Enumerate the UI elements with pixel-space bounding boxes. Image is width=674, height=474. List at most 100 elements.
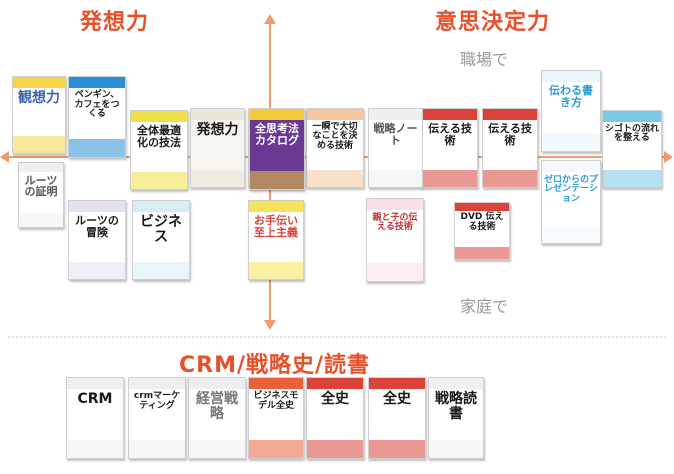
book-cover-band [307,169,363,187]
book-cover[interactable]: お手伝い至上主義 [248,200,304,280]
book-cover-band [191,109,244,120]
book-cover-band [455,203,509,211]
book-title: 全史 [383,391,411,408]
header-crm: CRM/戦略史/読書 [179,353,371,378]
book-cover[interactable]: DVD 伝える技術 [454,202,510,260]
book-cover[interactable]: ビジネス [132,200,190,280]
book-cover-band [133,201,189,212]
book-cover[interactable]: ルーツの証明 [18,162,64,228]
book-cover[interactable]: 発想力 [190,108,245,188]
book-cover[interactable]: 全思考法カタログ [249,108,305,190]
header-ideation: 発想力 [80,10,150,35]
book-title: DVD 伝える技術 [460,212,504,232]
book-title: 発想力 [196,122,239,139]
book-cover[interactable]: 伝える技術 [482,108,538,188]
arrow-right-icon [664,151,673,163]
book-cover-band [455,246,509,259]
book-cover-band [369,109,422,120]
book-cover-band [69,77,125,89]
book-cover-band [307,378,363,390]
book-cover-band [67,440,123,458]
book-cover-band [542,71,600,83]
book-cover-band [369,169,422,187]
book-cover-band [19,212,63,227]
book-cover[interactable]: 戦略ノート [368,108,423,188]
book-cover-band [249,201,303,212]
book-cover-band [131,111,187,122]
book-cover[interactable]: 全史 [368,377,426,459]
book-cover-band [483,169,537,187]
book-cover[interactable]: ゼロからのプレゼンテーション [541,160,601,244]
book-cover-band [367,262,423,281]
book-title: 観想力 [18,89,60,106]
book-cover-band [423,169,477,187]
book-cover-band [429,440,483,458]
book-cover[interactable]: 全史 [306,377,364,459]
book-title: ペンギン、カフェをつくる [74,90,120,120]
book-cover[interactable]: 一瞬で大切なことを決める技術 [306,108,364,188]
book-cover[interactable]: CRM [66,377,124,459]
book-cover-band [603,111,661,122]
book-title: crmマーケティング [133,391,181,411]
book-title: CRM [77,391,113,408]
book-title: ゼロからのプレゼンテーション [544,174,599,204]
section-divider [8,336,666,338]
book-cover-band [133,261,189,279]
book-cover-band [367,199,423,211]
book-title: お手伝い至上主義 [254,214,298,239]
book-title: 戦略読書 [435,391,477,423]
book-cover-band [542,224,600,243]
book-title: ルーツの証明 [24,173,58,199]
book-cover[interactable]: ビジネスモデル全史 [248,377,304,459]
book-cover-band [307,109,363,120]
book-title: ビジネスモデル全史 [253,391,299,411]
header-decision: 意思決定力 [435,10,551,35]
book-cover-band [542,133,600,151]
book-title: 一瞬で大切なことを決める技術 [312,122,358,151]
book-title: 伝える技術 [488,122,532,147]
book-title: ビジネス [140,214,182,245]
book-cover[interactable]: ルーツの冒険 [68,200,126,280]
book-cover[interactable]: 経営戦略 [188,377,246,459]
book-cover-band [369,378,425,390]
book-cover-band [129,378,185,390]
book-cover-band [191,169,244,187]
book-cover[interactable]: ペンギン、カフェをつくる [68,76,126,158]
book-cover[interactable]: 全体最適化の技法 [130,110,188,190]
book-title: 伝える技術 [428,122,472,147]
book-cover-band [483,109,537,120]
arrow-left-icon [0,151,9,163]
book-cover[interactable]: 親と子の伝える技術 [366,198,424,282]
book-cover-band [129,440,185,458]
label-workplace: 職場で [460,50,509,69]
book-cover-band [429,378,483,390]
book-cover-band [67,378,123,390]
book-cover-band [542,161,600,173]
book-cover[interactable]: 観想力 [12,76,66,154]
book-cover[interactable]: 伝える技術 [422,108,478,188]
book-cover-band [249,378,303,390]
book-cover-band [423,109,477,120]
label-home: 家庭で [460,297,509,316]
book-title: 親と子の伝える技術 [372,212,418,233]
book-cover[interactable]: シゴトの流れを整える [602,110,662,188]
book-cover-band [131,171,187,189]
book-title: 全思考法カタログ [255,122,299,147]
book-cover-band [307,440,363,458]
book-title: 全体最適化の技法 [137,124,181,149]
book-cover[interactable]: 戦略読書 [428,377,484,459]
book-cover-band [603,170,661,187]
book-cover-band [189,440,245,458]
book-cover-band [189,378,245,390]
book-cover[interactable]: 伝わる書き方 [541,70,601,152]
book-cover[interactable]: crmマーケティング [128,377,186,459]
book-title: ルーツの冒険 [75,214,119,239]
book-cover-band [250,171,304,189]
book-title: 全史 [321,391,349,408]
book-cover-band [69,261,125,279]
book-title: 経営戦略 [196,391,238,423]
book-cover-band [250,109,304,121]
book-title: シゴトの流れを整える [605,123,660,144]
book-title: 伝わる書き方 [549,84,593,109]
arrow-down-icon [264,320,276,330]
